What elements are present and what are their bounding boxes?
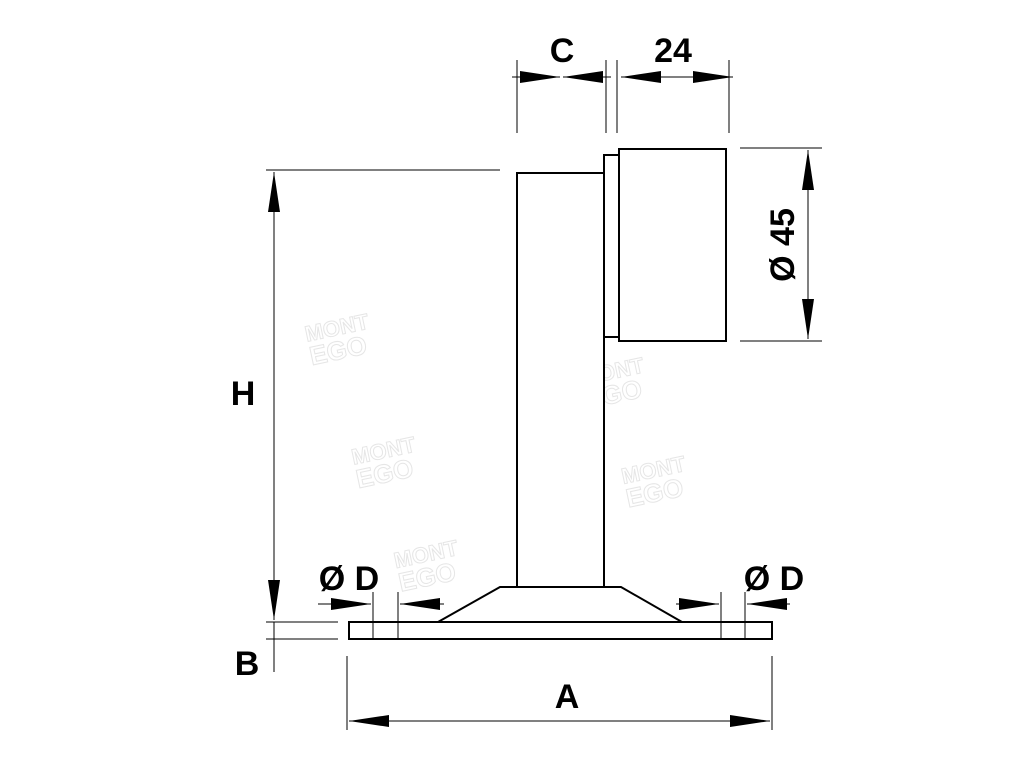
dim-diameter-label: Ø 45 bbox=[764, 208, 802, 282]
mounting-holes bbox=[372, 592, 746, 639]
dimension-lines bbox=[268, 71, 814, 727]
watermark: MONT EGO bbox=[302, 308, 372, 371]
dim-b-label: B bbox=[235, 645, 260, 683]
dim-hole-left-label: Ø D bbox=[319, 560, 379, 598]
dim-hole-right-label: Ø D bbox=[744, 560, 804, 598]
post bbox=[516, 172, 605, 588]
watermark: MONT EGO bbox=[349, 431, 419, 494]
head-collar bbox=[603, 154, 620, 338]
dim-24-label: 24 bbox=[654, 32, 692, 70]
dim-a-label: A bbox=[555, 678, 580, 716]
watermark: MONT EGO bbox=[391, 535, 461, 598]
dim-c-label: C bbox=[550, 32, 575, 70]
base-cone bbox=[434, 586, 686, 623]
base-plate bbox=[348, 621, 773, 640]
door-stop-part bbox=[348, 148, 773, 640]
watermark: MONT EGO bbox=[619, 450, 689, 513]
stopper-head bbox=[618, 148, 727, 342]
dim-h-label: H bbox=[231, 375, 256, 413]
